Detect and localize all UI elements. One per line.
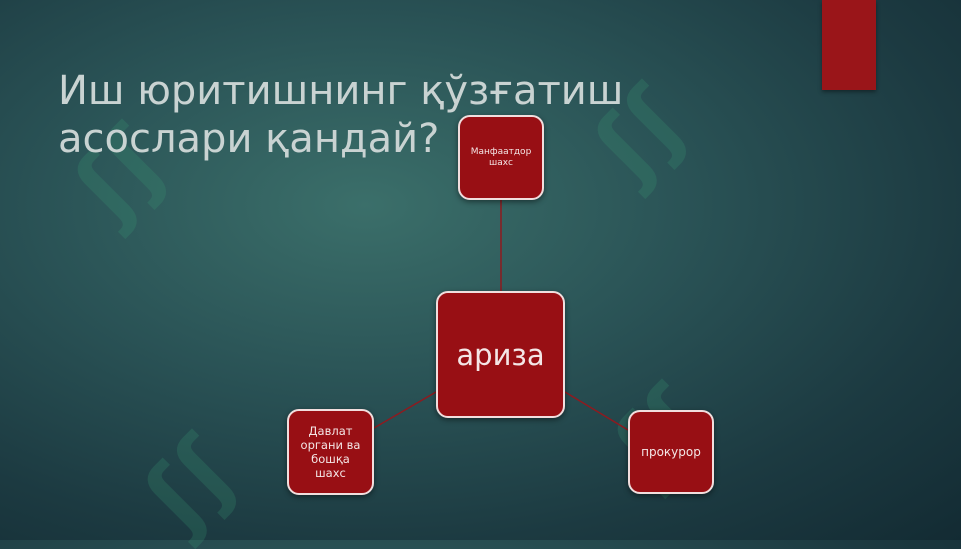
left-node-label: Давлат органи ва бошқа шахс (300, 424, 361, 480)
left-node-state-body: Давлат органи ва бошқа шахс (287, 409, 374, 495)
accent-bar (822, 0, 876, 90)
top-node-label: Манфаатдор шахс (470, 147, 532, 168)
slide-title-line-2: асослари қандай? (58, 115, 440, 162)
top-node-interested-party: Манфаатдор шахс (458, 115, 544, 200)
right-node-prosecutor: прокурор (628, 410, 714, 494)
right-node-label: прокурор (641, 445, 701, 459)
slide-title: Иш юритишнинг қўзғатиш асослари қандай? (58, 67, 658, 163)
center-node-label: ариза (456, 337, 545, 372)
connector-right (564, 391, 629, 431)
slide-title-line-1: Иш юритишнинг қўзғатиш (58, 67, 624, 114)
center-node-ariza: ариза (436, 291, 565, 418)
connector-left (373, 391, 437, 429)
